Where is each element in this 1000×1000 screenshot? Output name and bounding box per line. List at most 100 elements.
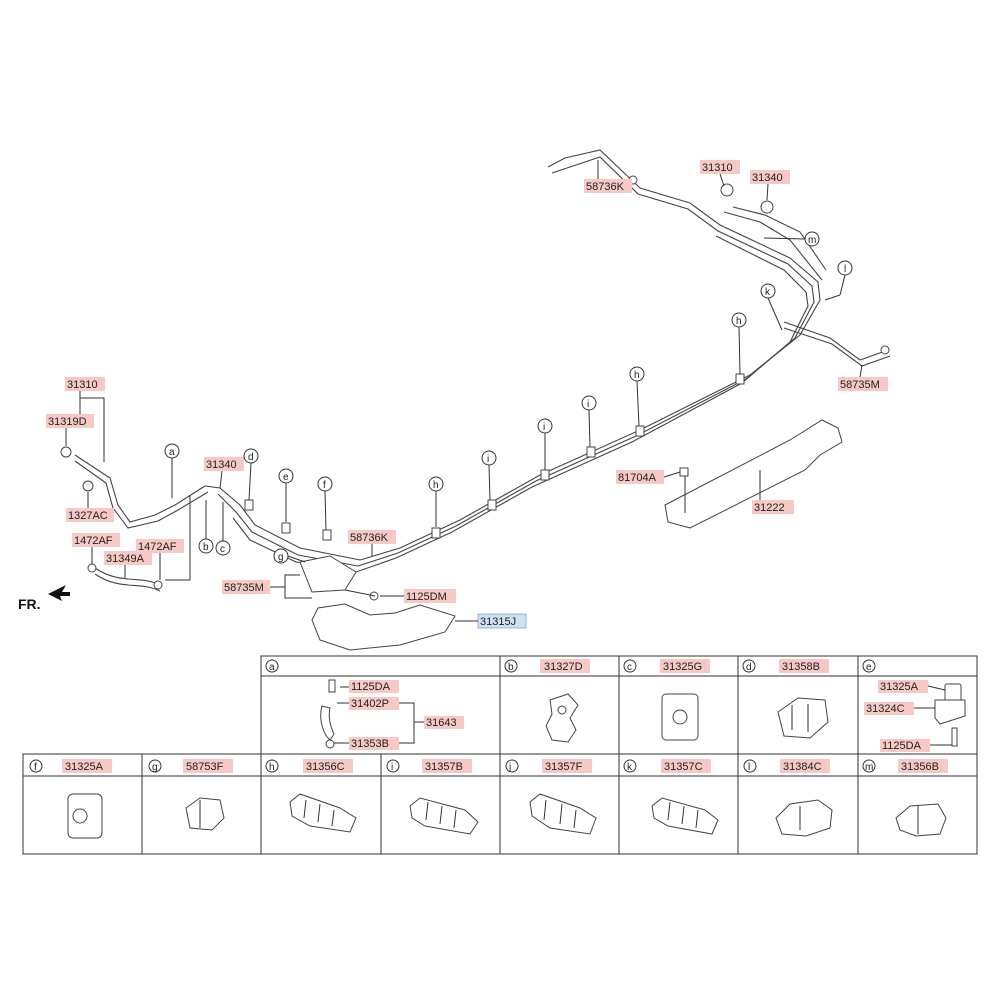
- svg-text:k: k: [627, 762, 633, 773]
- callout-text: 31340: [206, 459, 237, 471]
- callout-31349A: 31349A: [104, 495, 191, 581]
- svg-text:l: l: [748, 762, 750, 773]
- svg-text:j: j: [508, 762, 511, 773]
- callout-text: 31319D: [48, 416, 87, 428]
- svg-text:b: b: [508, 662, 514, 673]
- callout-text: 31340: [752, 172, 783, 184]
- callout-text: 31315J: [480, 616, 516, 628]
- letter-marker-l: l: [824, 260, 853, 301]
- callout-text: 1327AC: [68, 510, 108, 522]
- part-31325A: 31325A: [880, 681, 919, 693]
- letter-marker-i1: i: [481, 450, 497, 501]
- callout-1472AF-b: 1472AF: [136, 539, 184, 580]
- callout-text: 1125DM: [406, 591, 447, 603]
- letter-marker-e: e: [278, 468, 294, 522]
- letter-marker-a: a: [164, 443, 180, 498]
- letter-marker-f: f: [317, 476, 333, 531]
- table-cell-e: e 31325A 31324C 1125DA: [862, 659, 966, 752]
- callout-1472AF-a: 1472AF: [72, 533, 120, 564]
- table-cell-m: m 31356B: [862, 759, 948, 837]
- front-label: FR.: [18, 596, 41, 612]
- callout-31222: 31222: [752, 470, 794, 514]
- svg-text:i: i: [587, 399, 589, 410]
- callout-text: 1472AF: [138, 541, 177, 553]
- part-31325G: 31325G: [663, 661, 702, 673]
- table-cell-b: b 31327D: [504, 659, 590, 743]
- svg-text:h: h: [736, 316, 742, 327]
- letter-marker-h2: h: [629, 366, 645, 427]
- callout-text: 31349A: [106, 553, 145, 565]
- fuel-pipe-assembly: [60, 149, 891, 592]
- table-cell-g: g 58753F: [148, 759, 233, 831]
- callout-31319D: 31319D: [46, 414, 94, 446]
- part-31327D: 31327D: [544, 661, 583, 673]
- part-31357C: 31357C: [664, 761, 703, 773]
- svg-text:i: i: [391, 762, 393, 773]
- letter-marker-i3: i: [581, 395, 597, 448]
- svg-text:l: l: [844, 264, 846, 275]
- part-31643: 31643: [426, 717, 457, 729]
- letter-marker-h1: h: [428, 476, 444, 527]
- svg-text:c: c: [220, 544, 225, 555]
- svg-text:c: c: [627, 662, 632, 673]
- callout-text: 81704A: [618, 472, 657, 484]
- part-31358B: 31358B: [782, 661, 820, 673]
- callout-text: 31310: [67, 379, 98, 391]
- svg-text:h: h: [433, 480, 439, 491]
- callout-58736K-top: 58736K: [584, 160, 632, 193]
- callout-text: 58736K: [350, 532, 389, 544]
- table-cell-j: j 31357F: [505, 759, 597, 835]
- letter-marker-g: g: [273, 548, 306, 564]
- part-31402P: 31402P: [351, 698, 389, 710]
- callout-31310-top: 31310: [700, 160, 740, 187]
- svg-text:b: b: [203, 542, 209, 553]
- callout-text: 58735M: [224, 582, 264, 594]
- callout-1327AC: 1327AC: [66, 492, 114, 522]
- table-cell-l: l 31384C: [743, 759, 833, 837]
- svg-text:d: d: [248, 452, 254, 463]
- svg-text:e: e: [283, 472, 289, 483]
- callout-text: 58735M: [840, 379, 880, 391]
- svg-text:i: i: [543, 422, 545, 433]
- bracket-31315J: [311, 603, 456, 651]
- callout-31340-top: 31340: [750, 170, 790, 201]
- part-31357F: 31357F: [545, 761, 583, 773]
- callout-text: 58736K: [586, 181, 625, 193]
- part-1125DA-e: 1125DA: [882, 740, 922, 752]
- table-cell-a: a 1125DA 31402P 31643 31353B: [265, 659, 464, 750]
- svg-text:a: a: [269, 662, 275, 673]
- callout-31310-left: 31310: [65, 377, 105, 462]
- part-31357B: 31357B: [425, 761, 463, 773]
- callout-text: 31222: [754, 502, 785, 514]
- svg-text:h: h: [634, 370, 640, 381]
- svg-text:h: h: [269, 762, 275, 773]
- svg-text:f: f: [34, 762, 37, 773]
- letter-marker-d: d: [243, 448, 259, 501]
- callout-31315J[interactable]: 31315J: [455, 613, 527, 629]
- callout-31340-mid: 31340: [204, 457, 244, 489]
- letter-marker-h3: h: [731, 312, 747, 375]
- part-31356B: 31356B: [901, 761, 939, 773]
- svg-text:g: g: [152, 762, 158, 773]
- bracket-31222: [664, 419, 843, 529]
- part-1125DA: 1125DA: [351, 681, 391, 693]
- svg-text:i: i: [487, 454, 489, 465]
- part-31384C: 31384C: [783, 761, 822, 773]
- svg-text:d: d: [746, 662, 752, 673]
- callout-1125DM: 1125DM: [380, 589, 456, 603]
- letter-marker-c: c: [215, 502, 231, 556]
- svg-text:e: e: [866, 662, 872, 673]
- part-58753F: 58753F: [186, 761, 224, 773]
- svg-text:k: k: [765, 287, 771, 298]
- letter-marker-b: b: [198, 500, 214, 554]
- parts-table: a 1125DA 31402P 31643 31353B b 31327D c …: [22, 655, 978, 855]
- part-31324C: 31324C: [866, 703, 905, 715]
- letter-marker-k: k: [760, 283, 783, 331]
- part-31325A-f: 31325A: [65, 761, 104, 773]
- callout-81704A: 81704A: [616, 470, 681, 484]
- letter-marker-i2: i: [537, 418, 553, 470]
- table-cell-f: f 31325A: [29, 759, 112, 839]
- table-cell-h: h 31356C: [265, 759, 357, 833]
- part-31356C: 31356C: [306, 761, 345, 773]
